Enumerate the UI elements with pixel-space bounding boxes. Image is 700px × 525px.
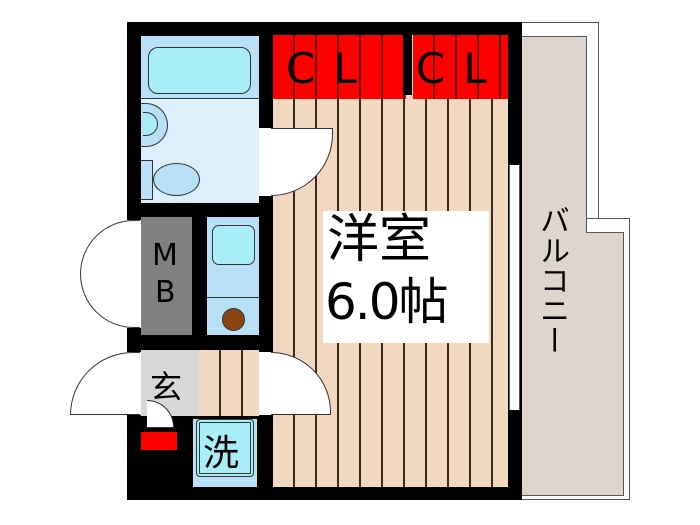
shoe-box: [141, 432, 177, 450]
balcony-label: バルコニー: [534, 205, 569, 355]
balcony-floor-ext: [586, 232, 624, 496]
western-room-size: 6.0帖: [325, 273, 449, 331]
western-room-name: 洋室: [327, 210, 432, 270]
room-door-opening: [259, 352, 273, 415]
front-door[interactable]: [70, 352, 140, 415]
hallway: [199, 350, 259, 416]
stove-burner: [222, 308, 245, 331]
closet-divider: [403, 35, 412, 95]
western-room-label-box: [323, 211, 489, 343]
closet-1[interactable]: [273, 35, 406, 99]
kitchen-sink: [212, 225, 255, 265]
meter-box-label-b: B: [155, 275, 176, 310]
closet-1-label: CL: [286, 44, 375, 93]
toilet-bowl: [153, 163, 200, 196]
bathroom-door-opening: [259, 128, 273, 196]
washer[interactable]: [196, 419, 254, 477]
toilet-tank: [141, 160, 153, 200]
meter-box-door-bottom[interactable]: [80, 274, 140, 328]
bathtub: [148, 47, 251, 94]
kitchen-divider: [207, 297, 259, 298]
meter-box[interactable]: [141, 217, 192, 335]
entrance-label: 玄: [150, 368, 183, 406]
balcony-window[interactable]: [509, 165, 520, 410]
closet-2-label: CL: [416, 44, 505, 93]
meter-box-door-top[interactable]: [80, 220, 140, 274]
meter-box-label-m: M: [152, 238, 178, 273]
closet-2[interactable]: [413, 35, 508, 99]
washer-label: 洗: [203, 433, 240, 474]
